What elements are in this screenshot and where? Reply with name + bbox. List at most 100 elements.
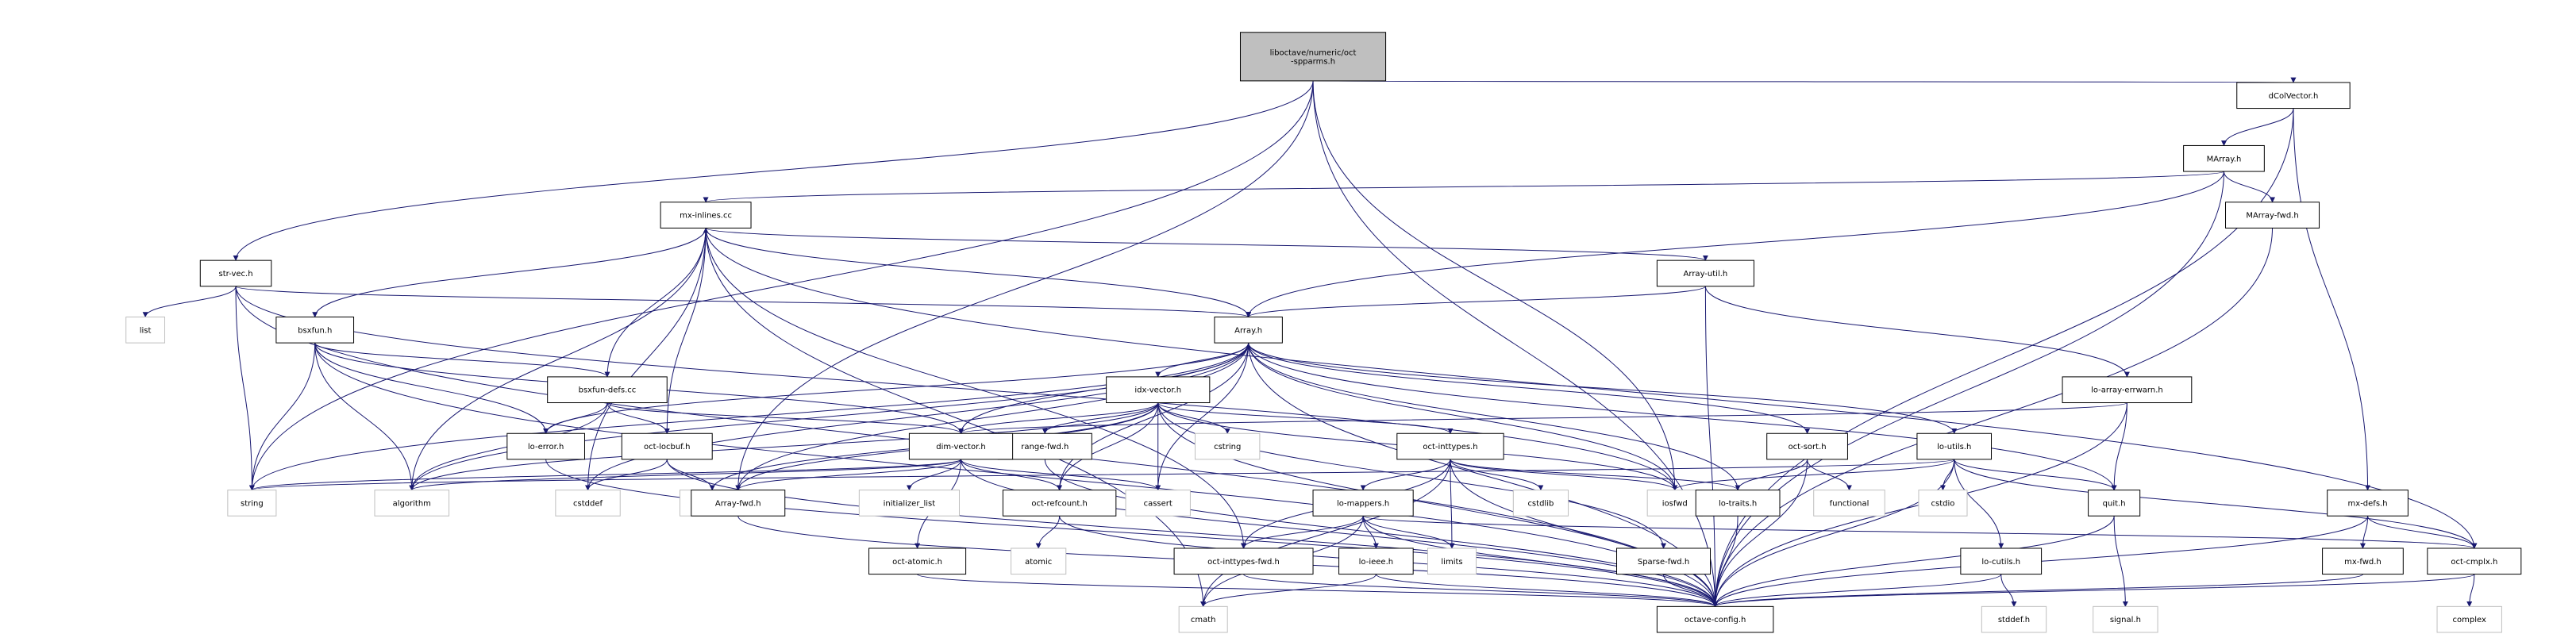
node-loarrayerrwarn[interactable]: lo-array-errwarn.h	[2062, 376, 2193, 404]
node-label: cstring	[1214, 443, 1241, 451]
node-idxvector[interactable]: idx-vector.h	[1106, 376, 1211, 404]
node-MArrayfwd[interactable]: MArray-fwd.h	[2225, 202, 2320, 229]
node-list: list	[125, 317, 166, 344]
node-initlist: initializer_list	[858, 490, 960, 517]
node-Arrayfwd[interactable]: Array-fwd.h	[691, 490, 786, 517]
node-MArray[interactable]: MArray.h	[2183, 144, 2265, 172]
edge-loutils-to-string	[249, 459, 1955, 491]
node-box	[227, 490, 277, 517]
node-cmath: cmath	[1178, 605, 1228, 633]
edge-idxvector-to-Sparsefwd	[1157, 402, 1666, 549]
node-main[interactable]: liboctave/numeric/oct-spparms.h	[1239, 32, 1387, 82]
edge-locutils-to-stddefh	[2000, 574, 2017, 608]
node-octrefcount[interactable]: oct-refcount.h	[1002, 490, 1117, 517]
node-octsort[interactable]: oct-sort.h	[1766, 432, 1848, 460]
node-loutils[interactable]: lo-utils.h	[1916, 432, 1993, 460]
node-loerror[interactable]: lo-error.h	[506, 432, 585, 460]
edge-lomappers-to-loieee	[1362, 516, 1379, 549]
node-Array[interactable]: Array.h	[1214, 317, 1283, 344]
node-label: lo-array-errwarn.h	[2091, 386, 2163, 395]
node-octinttypesfwd[interactable]: oct-inttypes-fwd.h	[1173, 548, 1314, 575]
node-dimvector[interactable]: dim-vector.h	[908, 432, 1014, 460]
node-mxdefs[interactable]: mx-defs.h	[2327, 490, 2409, 517]
node-signalh: signal.h	[2093, 605, 2158, 633]
edge-bsxfun-to-algorithm	[314, 343, 415, 491]
node-label: liboctave/numeric/oct	[1270, 48, 1357, 57]
node-box	[555, 490, 621, 517]
edge-lomappers-to-octaveconfig	[1362, 516, 1719, 608]
node-octatomic[interactable]: oct-atomic.h	[868, 548, 967, 575]
node-label: list	[140, 326, 152, 335]
edge-rangefwd-to-octaveconfig	[1044, 459, 1719, 608]
node-Sparsefwd[interactable]: Sparse-fwd.h	[1616, 548, 1712, 575]
node-octinttypes[interactable]: oct-inttypes.h	[1396, 432, 1504, 460]
edge-Arrayutil-to-octaveconfig	[1704, 286, 1719, 608]
edge-loarrayerrwarn-to-dimvector	[958, 402, 2127, 434]
edge-mxinlines-to-algorithm	[409, 228, 707, 491]
edge-bsxfun-to-bsxfundefs	[314, 342, 610, 378]
node-box	[858, 490, 960, 517]
node-loieee[interactable]: lo-ieee.h	[1338, 548, 1414, 575]
node-box	[1214, 317, 1283, 344]
edge-Array-to-Arrayfwd	[735, 343, 1249, 491]
edge-mxfwd-to-octaveconfig	[1712, 574, 2363, 608]
node-complex: complex	[2436, 605, 2502, 633]
edge-mxdefs-to-mxfwd	[2359, 516, 2369, 549]
node-cstdlib: cstdlib	[1512, 490, 1569, 517]
node-label: oct-sort.h	[1789, 443, 1827, 451]
node-octaveconfig[interactable]: octave-config.h	[1656, 605, 1774, 633]
node-box	[1916, 432, 1993, 460]
node-rangefwd[interactable]: range-fwd.h	[997, 432, 1092, 460]
node-quit[interactable]: quit.h	[2088, 490, 2141, 517]
node-box	[868, 548, 967, 575]
edge-MArray-to-octaveconfig	[1712, 171, 2224, 608]
node-Arrayutil[interactable]: Array-util.h	[1656, 259, 1754, 287]
edge-dColVector-to-mxdefs	[2293, 108, 2371, 491]
edge-MArrayfwd-to-octaveconfig	[1712, 228, 2274, 608]
node-box	[2183, 144, 2265, 172]
edge-dColVector-to-MArray	[2221, 108, 2294, 147]
edge-loieee-to-octaveconfig	[1375, 574, 1718, 608]
node-box	[506, 432, 585, 460]
node-label: lo-ieee.h	[1359, 558, 1393, 567]
edge-lomappers-to-octcmplx	[1362, 515, 2477, 549]
edge-mxinlines-to-octinttypesfwd	[705, 228, 1247, 549]
node-box	[1646, 490, 1703, 517]
edge-Array-to-loutils	[1248, 343, 1958, 434]
edge-mxdefs-to-octcmplx	[2367, 516, 2478, 549]
edge-octinttypes-to-lotraits	[1450, 459, 1741, 491]
node-bsxfundefs[interactable]: bsxfun-defs.cc	[547, 376, 668, 404]
node-lotraits[interactable]: lo-traits.h	[1695, 490, 1781, 517]
node-box	[1173, 548, 1314, 575]
node-label: dColVector.h	[2269, 92, 2319, 101]
node-box	[1011, 548, 1067, 575]
node-box	[2236, 82, 2351, 110]
node-locutils[interactable]: lo-cutils.h	[1960, 548, 2043, 575]
node-box	[1981, 605, 2047, 633]
edge-octsort-to-lotraits	[1735, 459, 1808, 491]
node-mxinlines[interactable]: mx-inlines.cc	[660, 202, 752, 229]
node-mxfwd[interactable]: mx-fwd.h	[2322, 548, 2404, 575]
edge-Array-to-algorithm	[409, 343, 1249, 491]
node-label: oct-inttypes-fwd.h	[1207, 558, 1280, 567]
node-strvec[interactable]: str-vec.h	[199, 259, 272, 287]
node-octlocbuf[interactable]: oct-locbuf.h	[621, 432, 713, 460]
node-box	[1427, 548, 1477, 575]
edge-MArray-to-mxinlines	[703, 171, 2224, 203]
edge-octinttypes-to-cstdlib	[1450, 459, 1544, 491]
node-string: string	[227, 490, 277, 517]
node-bsxfun[interactable]: bsxfun.h	[275, 317, 355, 344]
edge-octinttypes-to-lomappers	[1360, 459, 1451, 491]
node-octcmplx[interactable]: oct-cmplx.h	[2427, 548, 2522, 575]
node-lomappers[interactable]: lo-mappers.h	[1312, 490, 1414, 517]
edge-octinttypes-to-limits	[1449, 459, 1455, 549]
edge-bsxfun-to-string	[248, 343, 316, 491]
edge-lomappers-to-octinttypesfwd	[1241, 516, 1364, 549]
node-dColVector[interactable]: dColVector.h	[2236, 82, 2351, 110]
edge-idxvector-to-algorithm	[409, 402, 1159, 491]
edge-octsort-to-octaveconfig	[1712, 459, 1808, 608]
node-label: oct-locbuf.h	[644, 443, 691, 451]
edge-loutils-to-octcmplx	[1954, 459, 2478, 549]
node-label: str-vec.h	[219, 270, 253, 279]
edge-idxvector-to-dimvector	[958, 402, 1159, 434]
